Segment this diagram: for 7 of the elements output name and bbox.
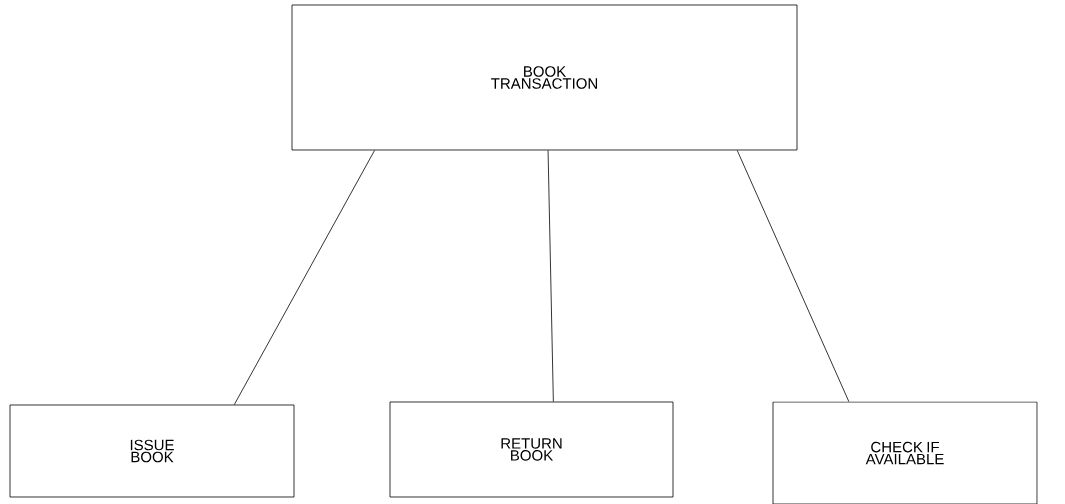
process-box: BOOK TRANSACTION (291, 4, 798, 151)
process-box: CHECK IF AVAILABLE (772, 401, 1038, 504)
process-box: ISSUE BOOK (9, 404, 295, 498)
process-box: RETURN BOOK (389, 401, 674, 498)
connector-line (547, 150, 554, 402)
connector-line (736, 150, 850, 402)
connector-line (233, 150, 375, 405)
